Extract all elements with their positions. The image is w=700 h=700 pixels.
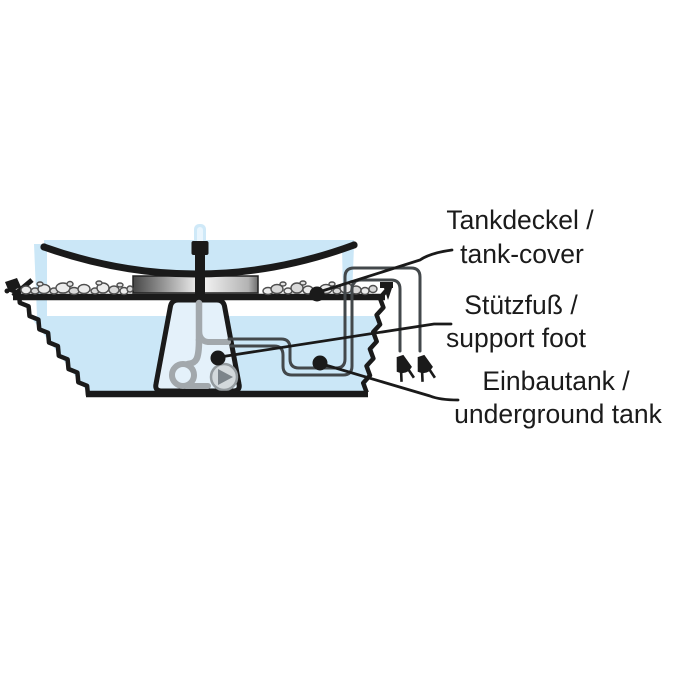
nozzle [191, 241, 209, 301]
callout-line-tank-cover [317, 248, 454, 294]
label-tank-cover-de: Tankdeckel / [446, 205, 594, 235]
label-support-foot-de: Stützfuß / [464, 290, 578, 320]
callout-dot-tank-cover [309, 286, 325, 302]
label-underground-tank-en: underground tank [454, 399, 662, 429]
underground-tank [9, 287, 389, 398]
label-support-foot-en: support foot [446, 323, 586, 353]
pump [209, 362, 239, 392]
callout-dot-support-foot [210, 350, 226, 366]
overflow-stream-left [34, 244, 47, 316]
callout-dot-underground-tank [312, 355, 328, 371]
callout-line-underground-tank [320, 362, 460, 402]
callout-line-support-foot [218, 322, 453, 359]
label-tank-cover-en: tank-cover [460, 239, 584, 269]
pump-hose [169, 299, 231, 389]
power-plug-right [417, 354, 436, 382]
callout-dots [210, 286, 328, 371]
callout-lines [218, 248, 460, 402]
power-plug-left [396, 354, 415, 382]
label-underground-tank-de: Einbautank / [482, 366, 630, 396]
